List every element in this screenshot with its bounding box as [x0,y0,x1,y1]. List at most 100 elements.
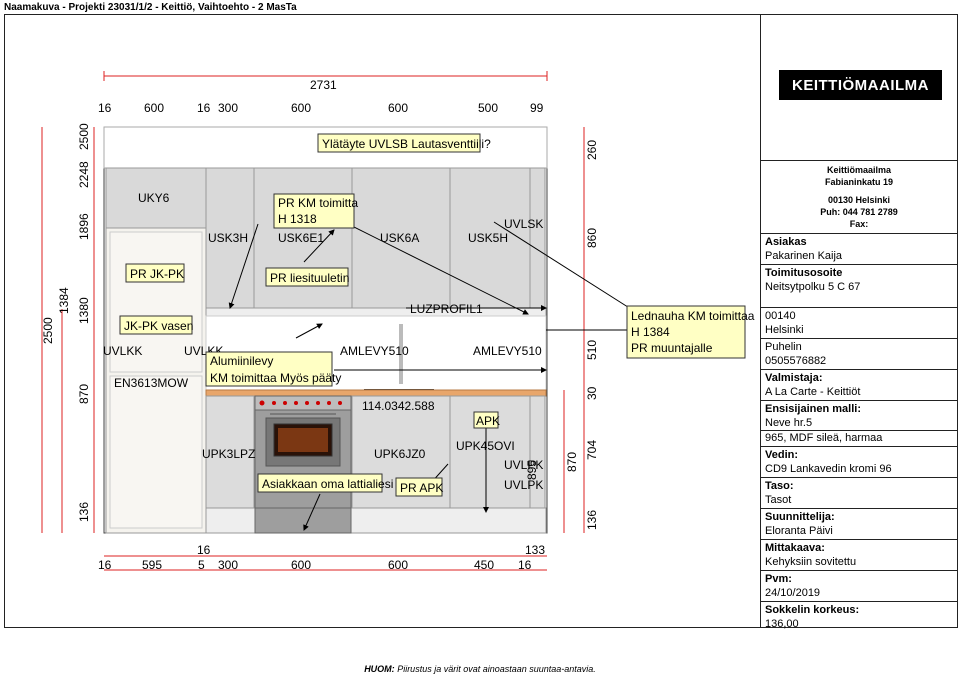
field-value: A La Carte - Keittiöt [765,386,861,398]
label-en3613mow: EN3613MOW [114,376,189,390]
top-dim: 16 [197,101,211,115]
company-line: Fabianinkatu 19 [824,177,894,187]
field-value: 136,00 [765,618,799,630]
top-dim: 300 [218,101,238,115]
countertop [205,389,547,397]
label-luzprofil: LUZPROFIL1 [410,302,483,316]
field-label: Toimitusosoite [765,267,843,279]
component-labels: UKY6 USK3H USK6E1 USK6A USK5H UVLSK UVLK… [103,191,543,492]
field-asiakas: Asiakas Pakarinen Kaija [760,233,958,264]
leader-lines [228,211,632,531]
field-puhelin: Puhelin 0505576882 [760,338,958,369]
field-label: Pvm: [765,573,792,585]
note-pr-km-line2: H 1318 [278,212,317,226]
top-dim: 16 [98,101,112,115]
left-tick: 870 [77,384,91,404]
dimension-texts: 2731 16 600 16 300 600 600 500 99 16 133… [41,78,599,572]
field-label: Suunnittelija: [765,511,835,523]
bottom-dim: 16 [98,558,112,572]
note-pr-km-line1: PR KM toimitta [278,196,358,210]
top-dim: 600 [144,101,164,115]
label-upk6jz0: UPK6JZ0 [374,447,426,461]
title-block [760,14,958,628]
field-value: 0505576882 [765,355,827,367]
project-fields: Asiakas Pakarinen Kaija Toimitusosoite N… [760,233,958,632]
total-width-dim: 2731 [310,78,337,92]
bottom-dim: 595 [142,558,162,572]
company-logo: KEITTIÖMAAILMA [779,70,942,100]
left-tick: 1380 [77,297,91,324]
left-tick: 136 [77,502,91,522]
right-tick: 136 [585,510,599,530]
top-dim: 99 [530,101,544,115]
label-usk6e1: USK6E1 [278,231,324,245]
field-label: Puhelin [765,341,802,353]
label-usk5h: USK5H [468,231,508,245]
fridge-door-top [109,231,203,373]
bottom-dim: 5 [198,558,205,572]
note-boxes: Ylätäyte UVLSB Lautasventtiili? PR KM to… [119,133,755,497]
label-uvlpk: UVLPK [504,478,543,492]
disclaimer: HUOM: Piirustus ja värit ovat ainoastaan… [0,664,960,674]
company-line: Keittiömaailma [826,165,892,175]
note-alumiini-line1: Alumiinilevy [210,354,273,368]
right-tick: 704 [585,440,599,460]
top-dim: 600 [388,101,408,115]
label-usk6a: USK6A [380,231,419,245]
stove [254,395,352,534]
field-value: Tasot [765,494,792,506]
document-title: Naamakuva - Projekti 23031/1/2 - Keittiö… [4,2,297,13]
field-label: Asiakas [765,236,807,248]
label-uky6: UKY6 [138,191,170,205]
label-amlevy: AMLEVY510 [473,344,542,358]
note-lednauha-line1: Lednauha KM toimittaa [631,309,755,323]
left-tick: 2500 [77,123,91,150]
bottom-dim: 300 [218,558,238,572]
label-usk3h: USK3H [208,231,248,245]
field-value: Eloranta Päivi [765,525,833,537]
company-line: Puh: 044 781 2789 [820,207,898,217]
field-value: Neitsytpolku 5 C 67 [765,281,861,293]
bottom-extra-dim: 133 [525,543,545,557]
field-postal: 00140 Helsinki [760,307,958,338]
bottom-dim: 16 [518,558,532,572]
field-label: Valmistaja: [765,372,823,384]
field-label: Ensisijainen malli: [765,403,861,415]
field-label: Vedin: [765,449,799,461]
stove-plinth [254,507,352,534]
right-tick: 510 [585,340,599,360]
top-dim: 500 [478,101,498,115]
field-value: CD9 Lankavedin kromi 96 [765,463,892,475]
faucet [399,324,403,384]
bottom-dim: 600 [388,558,408,572]
field-pvm: Pvm: 24/10/2019 [760,570,958,601]
note-asiakkaan: Asiakkaan oma lattialiesi [262,477,393,491]
bottom-dim: 600 [291,558,311,572]
field-value: 24/10/2019 [765,587,821,599]
right-inner-dim: 870 [565,452,579,472]
company-line: Fax: [849,219,869,229]
label-uvlkk: UVLKK [103,344,142,358]
label-amlevy: AMLEVY510 [340,344,409,358]
label-uvlsk: UVLSK [504,217,543,231]
left-tick: 1896 [77,213,91,240]
fridge-door-bottom [109,375,203,529]
right-tick: 30 [585,386,599,400]
upper-cabinets [105,167,547,317]
note-pr-jkpk: PR JK-PK [130,267,184,281]
dimension-lines [41,71,585,571]
right-tick: 860 [585,228,599,248]
top-dim: 600 [291,101,311,115]
company-line: 00130 Helsinki [827,195,891,205]
right-tick: 260 [585,140,599,160]
left-outer-dim: 2500 [41,317,55,344]
field-value: 965, MDF sileä, harmaa [760,430,958,445]
disclaimer-text: Piirustus ja värit ovat ainoastaan suunt… [394,664,596,674]
note-jk-pk-vasen: JK-PK vasen [124,319,193,333]
note-lednauha-line2: H 1384 [631,325,670,339]
note-top-filler: Ylätäyte UVLSB Lautasventtiili? [322,137,491,151]
bottom-dim: 450 [474,558,494,572]
field-value: Helsinki [765,324,804,336]
field-taso: Taso: Tasot [760,477,958,508]
bottom-extra-dim: 16 [197,543,211,557]
